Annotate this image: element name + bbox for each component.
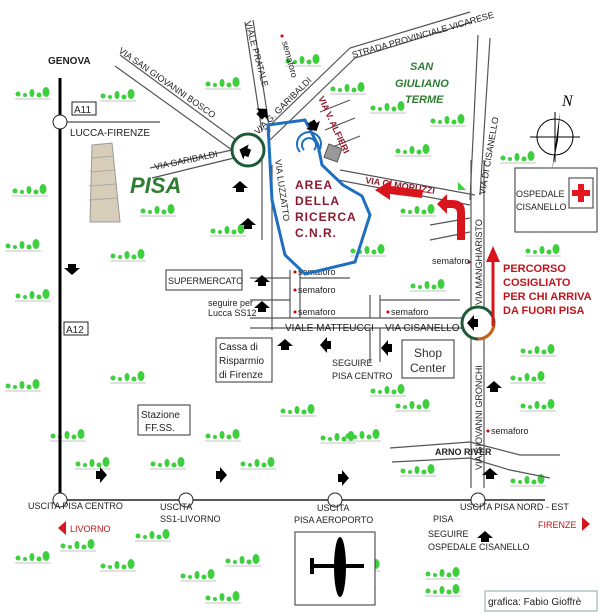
street-via-cisanello: VIA CISANELLO: [385, 323, 460, 334]
exit-nord-est: USCITA PISA NORD - EST: [460, 502, 569, 512]
cnr-logo-icon: [296, 131, 322, 153]
exit-ss1-2: SS1-LIVORNO: [160, 514, 221, 524]
seguire-ospedale-2: SEGUIRE: [428, 529, 469, 539]
street-via-di-cisanello: VIA DI CISANELLO: [477, 116, 500, 195]
shop-center-2: Center: [410, 361, 446, 375]
red-cross-icon: [572, 184, 590, 202]
street-strada-vicarese: STRADA PROVINCIALE VICARESE: [351, 10, 495, 60]
direction-arrows: [64, 103, 502, 542]
cnr-label-3: RICERCA: [295, 210, 357, 224]
area-label-1: SAN: [410, 61, 434, 73]
percorso-line-1: PERCORSO: [503, 263, 566, 275]
exit-pisa-centro-marker: [52, 492, 68, 508]
compass-north-label: N: [561, 93, 574, 110]
firenze-arrow-icon: [582, 517, 590, 531]
lucca-firenze-label: LUCCA-FIRENZE: [70, 128, 150, 139]
semaforo-label: semaforo: [391, 307, 429, 317]
compass-icon: N: [530, 93, 580, 170]
livorno-label: LIVORNO: [70, 524, 111, 534]
airport-box: [294, 531, 376, 606]
street-via-san-giovanni-bosco: VIA SAN GIOVANNI BOSCO: [117, 45, 218, 120]
seguire-pisa-centro-1: SEGUIRE: [332, 358, 373, 368]
semaforo-label: semaforo: [298, 285, 336, 295]
semaforo-label: semaforo: [280, 40, 299, 79]
arno-river-label: ARNO RIVER: [435, 447, 492, 457]
cnr-label-2: DELLA: [295, 194, 340, 208]
ospedale-label-1: OSPEDALE: [516, 189, 565, 199]
street-via-gronchi: VIA GIOVANNI GRONCHI: [474, 365, 484, 470]
junction-a11: [52, 114, 68, 130]
street-viale-matteucci: VIALE MATTEUCCI: [285, 323, 374, 334]
percorso-line-2: COSIGLIATO: [503, 277, 571, 289]
city-label: PISA: [130, 173, 181, 198]
seguire-lucca-2: Lucca SS12: [208, 308, 257, 318]
exit-nord-est-marker: [470, 492, 486, 508]
area-label-2: GIULIANO: [395, 78, 449, 90]
exit-aeroporto-2: PISA AEROPORTO: [294, 515, 373, 525]
exit-aeroporto-marker: [327, 492, 343, 508]
street-via-garibaldi: VIA GARIBALDI: [153, 149, 218, 172]
credit-label: grafica: Fabio Gioffrè: [488, 597, 582, 608]
exit-ss1-1: USCITA: [160, 502, 192, 512]
stazione-label-2: FF.SS.: [145, 423, 175, 434]
ospedale-label-2: CISANELLO: [516, 202, 567, 212]
a11-label: A11: [74, 105, 91, 116]
ospedale-cisanello-box: OSPEDALE CISANELLO: [514, 167, 598, 233]
cnr-label-1: AREA: [295, 178, 333, 192]
shop-center-1: Shop: [414, 346, 442, 360]
recommended-route-arrows: [375, 180, 500, 326]
genova-label: GENOVA: [48, 56, 91, 67]
highways: A11 A12 GENOVA LUCCA-FIRENZE: [48, 56, 545, 508]
a12-label: A12: [66, 325, 84, 336]
livorno-arrow-icon: [58, 521, 66, 535]
exit-aeroporto-1: USCITA: [317, 503, 349, 513]
percorso-line-3: PER CHI ARRIVA: [503, 291, 592, 303]
cassa-label-1: Cassa di: [219, 342, 258, 353]
cassa-label-2: Risparmio: [219, 356, 264, 367]
firenze-label: FIRENZE: [538, 520, 577, 530]
exit-pisa-centro: USCITA PISA CENTRO: [28, 501, 123, 511]
seguire-ospedale-3: OSPEDALE CISANELLO: [428, 542, 530, 552]
airplane-icon: [310, 537, 364, 597]
semaforo-label: semaforo: [491, 426, 529, 436]
semaforo-label: semaforo: [298, 307, 336, 317]
seguire-pisa-centro-2: PISA CENTRO: [332, 371, 393, 381]
exit-ss1-marker: [178, 492, 194, 508]
percorso-line-4: DA FUORI PISA: [503, 305, 585, 317]
street-viale-pratale: VIALE PRATALE: [243, 20, 270, 88]
stazione-label-1: Stazione: [141, 410, 180, 421]
area-label-3: TERME: [405, 94, 444, 106]
cnr-area-outline: [266, 118, 372, 276]
semaforo-label: semaforo: [432, 256, 470, 266]
cassa-label-3: di Firenze: [219, 370, 263, 381]
seguire-ospedale-1: PISA: [433, 514, 454, 524]
cnr-building-icon: [323, 143, 343, 163]
seguire-lucca-1: seguire per: [208, 298, 253, 308]
street-via-manghiaristo: VIA MANGHIARISTO: [474, 219, 484, 305]
supermercato-label: SUPERMERCATO: [168, 276, 243, 286]
leaning-tower-icon: [88, 142, 121, 223]
cnr-label-4: C.N.R.: [295, 226, 337, 240]
